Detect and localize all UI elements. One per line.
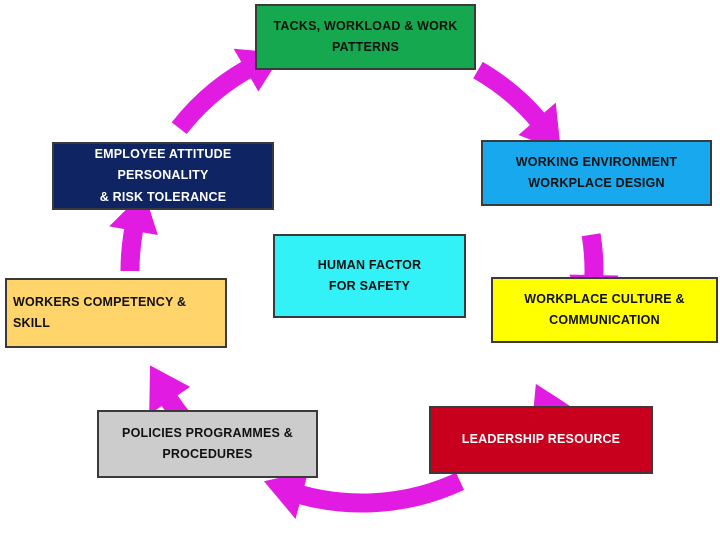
node-employee-attitude: EMPLOYEE ATTITUDE PERSONALITY & RISK TOL… bbox=[52, 142, 274, 210]
cycle-arrow-head-1 bbox=[518, 102, 561, 152]
node-workers-competency: WORKERS COMPETENCY & SKILL bbox=[5, 278, 227, 348]
node-working-environment: WORKING ENVIRONMENT WORKPLACE DESIGN bbox=[481, 140, 712, 206]
node-tasks-workload: TACKS, WORKLOAD & WORK PATTERNS bbox=[255, 4, 476, 70]
node-leadership-resource: LEADERSHIP RESOURCE bbox=[429, 406, 653, 474]
cycle-arrow-head-4 bbox=[263, 471, 309, 519]
cycle-arrow-head-5 bbox=[149, 365, 191, 415]
cycle-arrow-shaft-4 bbox=[277, 472, 465, 513]
center-human-factor: HUMAN FACTOR FOR SAFETY bbox=[273, 234, 466, 318]
node-policies-procedures: POLICIES PROGRAMMES & PROCEDURES bbox=[97, 410, 318, 478]
node-workplace-culture: WORKPLACE CULTURE & COMMUNICATION bbox=[491, 277, 718, 343]
